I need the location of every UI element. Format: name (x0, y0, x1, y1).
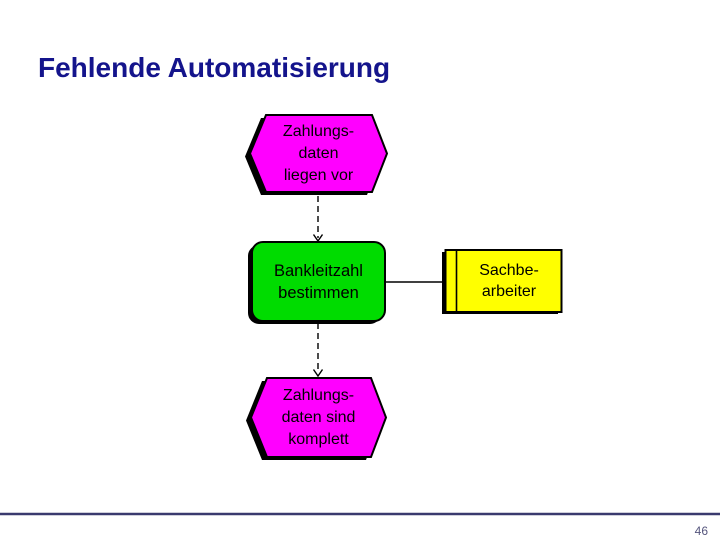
function-box (251, 241, 386, 322)
slide-title: Fehlende Automatisierung (38, 52, 391, 83)
page-number: 46 (694, 524, 708, 538)
org-unit-box (444, 249, 563, 313)
arrowhead-2 (312, 369, 324, 378)
event-start-hexagon (248, 114, 389, 193)
event-end-hexagon (249, 377, 388, 458)
